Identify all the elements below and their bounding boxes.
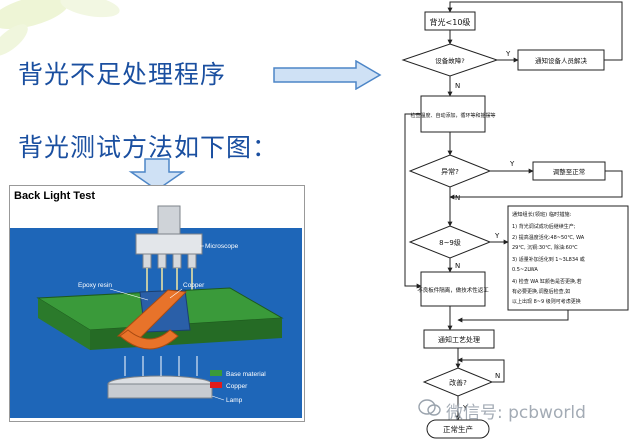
backlight-figure-title: Back Light Test: [14, 190, 96, 202]
legend-base-material: Base material: [226, 371, 266, 378]
flow-isolate-box: [420, 271, 486, 307]
flow-start-text: 背光<10级: [430, 17, 471, 27]
slide-title: 背光不足处理程序: [18, 60, 227, 89]
right-arrow-icon: [273, 60, 382, 90]
decorative-leaves: [0, 0, 120, 56]
flow-note-line-1: 1) 背光调试成功后继续生产;: [512, 223, 576, 230]
label-epoxy: Epoxy resin: [78, 282, 112, 289]
copper-hole: [119, 329, 179, 350]
flow-edge-equipment-return: [447, 1, 623, 61]
legend-copper-swatch: [210, 382, 222, 388]
flow-step1-text: 检查温度、自动添加，循环等和摇摆等: [410, 112, 495, 119]
flow-note-title: 通知组长(领班) 临时措施:: [512, 210, 572, 218]
flow-note-line-2: 2) 提高温度活化:48~50℃, WA: [512, 234, 585, 241]
label-lamp: Lamp: [226, 397, 243, 404]
flow-d4-text: 改善?: [449, 378, 467, 387]
flow-step3-text: 通知工艺处理: [438, 335, 480, 344]
flow-d2-yes-label: Y: [509, 160, 515, 168]
flow-d2-no-label: N: [455, 194, 460, 202]
wechat-logo-icon: [418, 399, 441, 416]
flow-process-box: [423, 329, 495, 349]
legend-base-swatch: [210, 370, 222, 376]
flow-edge-left-loop: [404, 113, 422, 289]
flow-end-text: 正常生产: [443, 424, 473, 434]
flow-d2-text: 异常?: [441, 167, 459, 176]
flow-note-line-3: 29℃, 沉铜:30℃, 除油:60℃: [512, 244, 578, 251]
legend-copper: Copper: [226, 383, 248, 390]
flow-adjust-text: 调整至正常: [553, 167, 586, 176]
flow-d4-no-label: N: [495, 372, 500, 380]
flow-note-line-4: 3) 适量补加活化到 1~3L834 或: [512, 256, 585, 263]
flow-d1-no-label: N: [455, 82, 460, 90]
flow-notify-equipment-text: 通知设备人员解决: [535, 56, 588, 65]
leader-copper: [169, 288, 183, 299]
flow-edge-measures-return: [457, 310, 569, 323]
flow-d3-no-label: N: [455, 262, 460, 270]
flow-d1-yes-label: Y: [505, 50, 511, 58]
flow-note-line-7: 有必要更换,调整后检查,如: [512, 288, 570, 295]
label-copper-top: Copper: [183, 282, 205, 289]
flow-end-terminal: [426, 419, 490, 439]
flow-d4-yes-label: Y: [462, 404, 468, 412]
flow-d3-text: 8~9级: [439, 238, 461, 247]
flow-d1-text: 设备故障?: [435, 56, 464, 65]
leader-lamp: [211, 395, 225, 401]
flow-step2-text: 不良板件隔离，做技术性返工: [417, 286, 489, 294]
base-material-front: [38, 298, 90, 350]
label-microscope: Microscope: [205, 243, 239, 250]
flow-d3-yes-label: Y: [494, 232, 500, 240]
flow-note-line-6: 4) 检查 WA 缸颜色是否更换,若: [512, 278, 582, 285]
microscope-head: [135, 233, 203, 255]
lamp-body: [107, 383, 213, 399]
down-arrow-icon: [128, 158, 186, 191]
slide-subtitle: 背光测试方法如下图：: [18, 133, 279, 162]
flow-check-box: [420, 95, 486, 133]
flow-edge-adjust-return: [449, 170, 623, 200]
flow-note-line-8: 以上出现 8~9 级则可考虑更换: [512, 298, 581, 305]
flow-edge-d4-no: [457, 357, 505, 383]
watermark-text: 微信号: pcbworld: [446, 403, 586, 423]
leader-epoxy: [109, 288, 149, 301]
flow-note-line-5: 0.5~2LWA: [512, 267, 538, 273]
